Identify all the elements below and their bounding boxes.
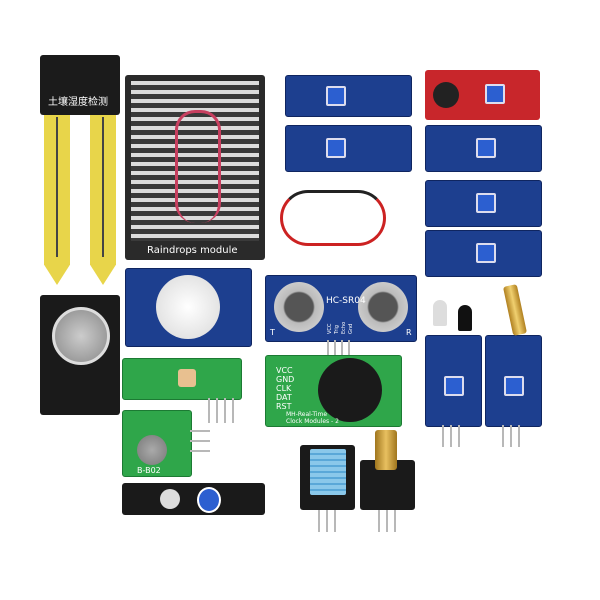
rtc-pin-label: DAT	[276, 393, 292, 402]
gas-sensor-mesh	[52, 307, 110, 365]
potentiometer	[444, 376, 464, 396]
laser-head	[375, 430, 397, 470]
ultrasonic-pin-gnd-label: Gnd	[348, 323, 354, 334]
rf-receiver-module	[122, 358, 242, 400]
sensor-module-1	[285, 75, 412, 117]
pir-sensor-module	[125, 268, 252, 347]
header-pin	[450, 425, 452, 447]
potentiometer	[504, 376, 524, 396]
header-pin	[190, 440, 210, 442]
microphone	[433, 82, 459, 108]
ultrasonic-model: HC-SR04	[326, 296, 366, 306]
header-pin	[334, 510, 336, 532]
header-pin	[232, 398, 234, 423]
gas-sensor-module	[40, 295, 120, 415]
rf-transmitter-module: B-B02	[122, 410, 192, 477]
rtc-label-2: Clock Modules - 2	[286, 418, 339, 425]
raindrop-label: Raindrops module	[147, 245, 238, 256]
sensor-module-2	[285, 125, 412, 172]
header-pin	[216, 398, 218, 423]
tilt-sensor-module	[485, 335, 542, 427]
flame-sensor-led	[458, 305, 472, 331]
transmitter	[274, 282, 324, 332]
raindrop-traces	[131, 81, 259, 241]
ir-led	[433, 300, 447, 326]
header-pin	[334, 340, 336, 355]
pir-dome	[156, 275, 220, 339]
header-pin	[348, 340, 350, 355]
potentiometer	[476, 193, 496, 213]
header-pin	[458, 425, 460, 447]
header-pin	[190, 450, 210, 452]
potentiometer	[476, 138, 496, 158]
header-pin	[386, 510, 388, 532]
sensor-module-5	[425, 230, 542, 277]
rtc-pin-label: VCC	[276, 366, 293, 375]
potentiometer	[476, 243, 496, 263]
header-pin	[327, 340, 329, 355]
flame-sensor-module	[425, 335, 482, 427]
soil-sensor-header	[40, 55, 120, 115]
sensor-module-3	[425, 125, 542, 172]
ultrasonic-sensor: HC-SR04 T R VCC Trig Echo Gnd	[265, 275, 417, 342]
rtc-module: VCC GND CLK DAT RST MH-Real-Time Clock M…	[265, 355, 402, 427]
potentiometer	[197, 487, 221, 513]
coin-cell-holder	[318, 358, 382, 422]
probe-trace	[56, 117, 58, 257]
header-pin	[326, 510, 328, 532]
ultrasonic-pin-vcc-label: VCC	[327, 323, 333, 334]
header-pin	[510, 425, 512, 447]
sound-sensor-module	[425, 70, 540, 120]
tilt-switch	[502, 284, 528, 336]
receiver	[358, 282, 408, 332]
ir-tracker-module	[122, 483, 265, 515]
cable	[280, 190, 386, 246]
potentiometer	[326, 138, 346, 158]
rtc-pin-label: GND	[276, 375, 295, 384]
probe-trace	[102, 117, 104, 257]
header-pin	[442, 425, 444, 447]
soil-moisture-sensor: 土壤湿度检测	[40, 55, 120, 285]
ultrasonic-t-label: T	[270, 328, 275, 337]
rtc-label-1: MH-Real-Time	[286, 411, 328, 418]
rf-transmitter-label: B-B02	[137, 466, 161, 475]
mounting-hole	[160, 489, 180, 509]
dht11-sensor	[310, 449, 346, 495]
header-pin	[378, 510, 380, 532]
ultrasonic-pin-echo-label: Echo	[341, 321, 347, 334]
sensor-module-4	[425, 180, 542, 227]
header-pin	[518, 425, 520, 447]
rtc-pin-label: CLK	[276, 384, 292, 393]
header-pin	[224, 398, 226, 423]
saw-resonator	[137, 435, 167, 465]
header-pin	[208, 398, 210, 423]
jumper-wires	[175, 110, 221, 223]
rf-coil	[178, 369, 196, 387]
header-pin	[318, 510, 320, 532]
header-pin	[341, 340, 343, 355]
header-pin	[190, 430, 210, 432]
potentiometer	[485, 84, 505, 104]
ultrasonic-r-label: R	[406, 328, 412, 337]
header-pin	[502, 425, 504, 447]
dht11-module	[300, 445, 355, 510]
ultrasonic-pin-trig-label: Trig	[334, 325, 340, 334]
soil-sensor-label: 土壤湿度检测	[48, 97, 108, 108]
potentiometer	[326, 86, 346, 106]
raindrop-sensor: Raindrops module	[125, 75, 265, 260]
header-pin	[394, 510, 396, 532]
rtc-pin-label: RST	[276, 402, 292, 411]
